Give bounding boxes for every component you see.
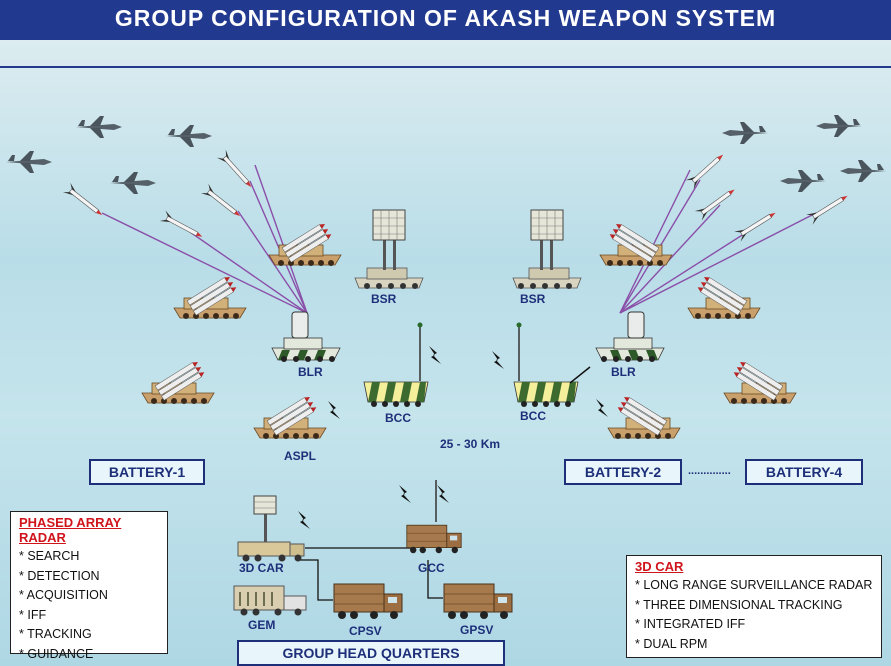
- battery-4-box: BATTERY-4: [745, 459, 863, 485]
- group-hq-box: GROUP HEAD QUARTERS: [237, 640, 505, 666]
- label-gpsv: GPSV: [460, 623, 494, 637]
- gpsv-vehicle: [443, 583, 513, 620]
- header-bar: GROUP CONFIGURATION OF AKASH WEAPON SYST…: [0, 0, 891, 40]
- label-3d-car: 3D CAR: [239, 561, 284, 575]
- battery-1-box: BATTERY-1: [89, 459, 205, 485]
- 3d-car-panel: 3D CAR LONG RANGE SURVEILLANCE RADAR THR…: [626, 555, 882, 658]
- cpsv-vehicle: [333, 583, 403, 620]
- 3d-car-vehicle: [237, 495, 305, 562]
- label-bsr-right: BSR: [520, 292, 546, 306]
- label-aspl: ASPL: [284, 449, 317, 463]
- hq-network-lines: [298, 547, 443, 601]
- par-item: GUIDANCE: [19, 645, 167, 665]
- bcc-left-vehicle: [363, 381, 429, 408]
- label-gcc: GCC: [418, 561, 445, 575]
- guidance-links-left: [101, 164, 308, 314]
- label-range: 25 - 30 Km: [440, 437, 501, 451]
- par-item: ACQUISITION: [19, 586, 167, 606]
- par-item: SEARCH: [19, 547, 167, 567]
- missiles-in-flight: [62, 149, 852, 243]
- par-item: TRACKING: [19, 625, 167, 645]
- bcc-right-link: [569, 366, 591, 384]
- bsr-right-vehicle: [512, 209, 582, 290]
- bcc-antennas: [419, 326, 520, 381]
- label-blr-left: BLR: [298, 365, 323, 379]
- aircraft-group-right: [722, 115, 886, 192]
- label-bsr-left: BSR: [371, 292, 397, 306]
- gcc-vehicle: [406, 524, 462, 554]
- page-title: GROUP CONFIGURATION OF AKASH WEAPON SYST…: [114, 5, 777, 31]
- label-blr-right: BLR: [611, 365, 636, 379]
- aircraft-group-left: [6, 116, 212, 194]
- blr-left-vehicle: [271, 311, 341, 363]
- 3d-car-title: 3D CAR: [635, 559, 684, 574]
- car-item: DUAL RPM: [635, 635, 881, 655]
- bsr-left-vehicle: [354, 209, 424, 290]
- car-item: THREE DIMENSIONAL TRACKING: [635, 596, 881, 616]
- label-bcc-left: BCC: [385, 411, 411, 425]
- launchers-battery-1: [141, 221, 342, 440]
- phased-array-radar-title: PHASED ARRAY RADAR: [19, 515, 122, 545]
- blr-right-vehicle: [595, 311, 665, 363]
- label-bcc-right: BCC: [520, 409, 546, 423]
- bcc-right-vehicle: [513, 381, 579, 408]
- car-item: INTEGRATED IFF: [635, 615, 881, 635]
- phased-array-radar-panel: PHASED ARRAY RADAR SEARCH DETECTION ACQU…: [10, 511, 168, 661]
- label-gem: GEM: [248, 618, 276, 632]
- label-cpsv: CPSV: [349, 624, 382, 638]
- battery-ellipsis: ..............: [688, 465, 731, 477]
- battery-2-box: BATTERY-2: [564, 459, 682, 485]
- car-item: LONG RANGE SURVEILLANCE RADAR: [635, 576, 881, 596]
- header-rule: [0, 66, 891, 68]
- gem-vehicle: [233, 585, 307, 616]
- par-item: IFF: [19, 606, 167, 626]
- par-item: DETECTION: [19, 567, 167, 587]
